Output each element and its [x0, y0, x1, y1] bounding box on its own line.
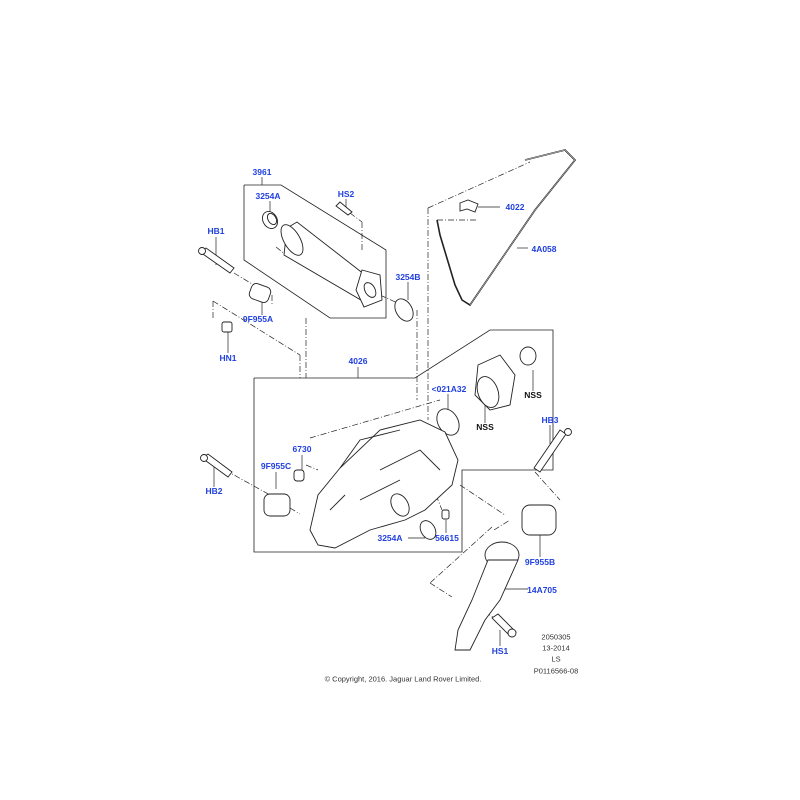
callout-nss-2[interactable]: NSS	[476, 422, 494, 432]
callout-nss-1[interactable]: NSS	[524, 390, 542, 400]
callout-hs1[interactable]: HS1	[491, 646, 509, 656]
callout-hb1[interactable]: HB1	[207, 226, 225, 236]
callout-9f955b[interactable]: 9F955B	[524, 557, 556, 567]
callout-hn1[interactable]: HN1	[219, 353, 237, 363]
callout-hb3[interactable]: HB3	[541, 415, 559, 425]
callout-3961[interactable]: 3961	[252, 167, 272, 177]
drawing-note: 2050305	[541, 632, 571, 642]
callout-6730[interactable]: 6730	[292, 444, 312, 454]
callout-56615[interactable]: 56615	[435, 533, 459, 543]
callout-4a058[interactable]: 4A058	[531, 244, 557, 254]
callout-3254b[interactable]: 3254B	[395, 272, 421, 282]
callout-3254a-bottom[interactable]: 3254A	[377, 533, 403, 543]
drawing-note: LS	[551, 654, 561, 664]
drawing-note: P0116566-08	[533, 666, 579, 676]
copyright-text: © Copyright, 2016. Jaguar Land Rover Lim…	[324, 674, 482, 684]
drawing-note: 13-2014	[542, 643, 570, 653]
callout-9f955a[interactable]: 9F955A	[242, 314, 274, 324]
group-outline-4026	[253, 329, 554, 553]
callout-hb2[interactable]: HB2	[205, 486, 223, 496]
callout-hs2[interactable]: HS2	[337, 189, 355, 199]
group-outline-3961	[243, 184, 387, 319]
callout-3254a-top[interactable]: 3254A	[255, 191, 281, 201]
callout-9f955c[interactable]: 9F955C	[260, 461, 292, 471]
leader-lines	[213, 177, 551, 646]
callout-4022[interactable]: 4022	[505, 202, 525, 212]
parts	[198, 149, 577, 651]
callout-14a705[interactable]: 14A705	[527, 585, 557, 595]
callout-021a32[interactable]: <021A32	[431, 384, 467, 394]
callout-4026[interactable]: 4026	[348, 356, 368, 366]
